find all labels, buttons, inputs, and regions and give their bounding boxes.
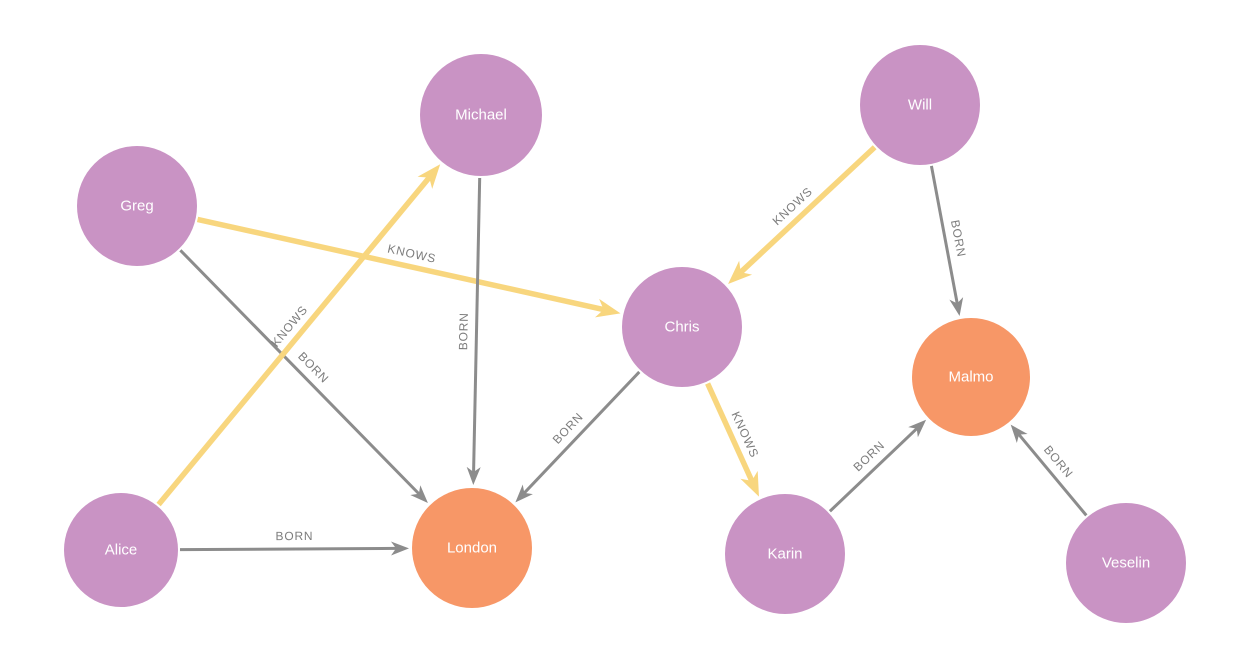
edge-line (1017, 433, 1088, 517)
node-chris[interactable]: Chris (622, 267, 742, 387)
edge-line (738, 145, 877, 275)
edge-karin-born-malmo[interactable]: BORN (828, 419, 927, 513)
edge-arrowhead-icon (728, 260, 753, 285)
node-circle-person (420, 54, 542, 176)
node-greg[interactable]: Greg (77, 146, 197, 266)
edge-label: BORN (850, 438, 887, 474)
node-malmo[interactable]: Malmo (912, 318, 1030, 436)
edge-arrowhead-icon (410, 485, 428, 503)
edge-greg-born-london[interactable]: BORN (179, 249, 428, 503)
edge-line (828, 427, 918, 513)
edge-arrowhead-icon (1010, 424, 1028, 443)
edge-line (179, 546, 397, 552)
edge-arrowhead-icon (515, 484, 533, 503)
edge-line (156, 175, 432, 507)
edge-greg-knows-chris[interactable]: KNOWS (196, 216, 621, 318)
edge-chris-born-london[interactable]: BORN (515, 370, 641, 503)
edge-label: BORN (1041, 443, 1076, 481)
edge-label: BORN (550, 410, 586, 447)
node-michael[interactable]: Michael (420, 54, 542, 176)
edge-alice-knows-michael[interactable]: KNOWS (156, 164, 441, 507)
node-circle-person (64, 493, 178, 607)
edge-michael-born-london[interactable]: BORN (456, 177, 482, 486)
edge-arrowhead-icon (949, 297, 964, 317)
edge-line (179, 249, 421, 496)
node-london[interactable]: London (412, 488, 532, 608)
edge-arrowhead-icon (417, 164, 441, 189)
node-circle-person (77, 146, 197, 266)
node-circle-person (622, 267, 742, 387)
edge-label: BORN (948, 219, 969, 259)
edge-chris-knows-karin[interactable]: KNOWS (705, 382, 762, 497)
node-circle-person (860, 45, 980, 165)
edge-line (522, 370, 641, 495)
edge-line (705, 382, 755, 483)
edge-line (196, 216, 605, 313)
node-will[interactable]: Will (860, 45, 980, 165)
node-veselin[interactable]: Veselin (1066, 503, 1186, 623)
edge-alice-born-london[interactable]: BORN (179, 529, 410, 556)
edge-arrowhead-icon (595, 298, 621, 318)
edge-arrowhead-icon (908, 419, 927, 438)
node-circle-person (725, 494, 845, 614)
edge-line (929, 165, 959, 304)
edge-label: BORN (456, 312, 471, 350)
node-circle-person (1066, 503, 1186, 623)
node-alice[interactable]: Alice (64, 493, 178, 607)
node-circle-city (912, 318, 1030, 436)
edge-arrowhead-icon (740, 470, 759, 497)
edge-line (472, 177, 482, 473)
edge-label: BORN (295, 349, 332, 386)
node-karin[interactable]: Karin (725, 494, 845, 614)
node-circle-city (412, 488, 532, 608)
edge-veselin-born-malmo[interactable]: BORN (1010, 424, 1088, 517)
edge-will-born-malmo[interactable]: BORN (929, 165, 969, 317)
edge-label: BORN (275, 529, 313, 543)
edge-will-knows-chris[interactable]: KNOWS (728, 145, 877, 285)
edge-arrowhead-icon (466, 466, 481, 486)
edge-arrowhead-icon (390, 541, 410, 556)
